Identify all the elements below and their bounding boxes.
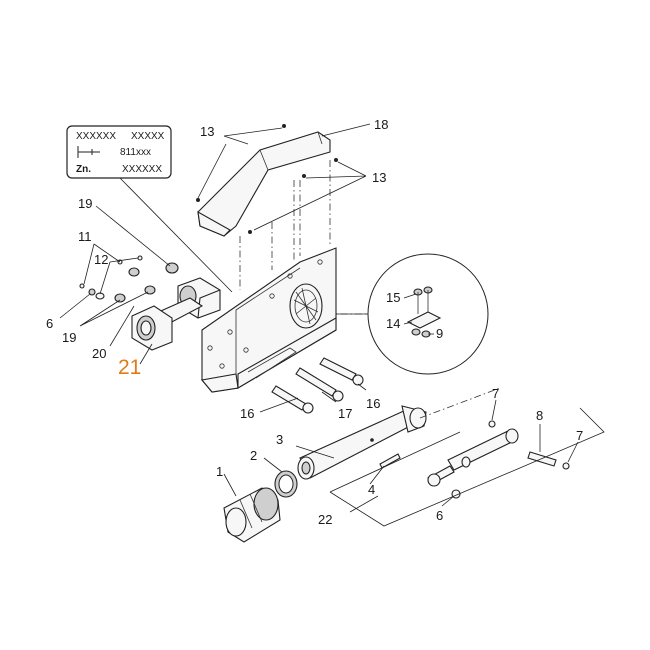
callout-16a: 16 [366, 396, 380, 411]
callout-20: 20 [92, 346, 106, 361]
ring-part-2 [274, 470, 298, 498]
actuator-part-22 [427, 428, 519, 499]
leader-plate [119, 177, 233, 293]
callout-6b: 6 [436, 508, 443, 523]
callout-11: 11 [78, 229, 92, 244]
callout-4: 4 [368, 482, 375, 497]
callout-13b: 13 [372, 170, 386, 185]
callout-17: 17 [338, 406, 352, 421]
callout-13a: 13 [200, 124, 214, 139]
callout-8: 8 [536, 408, 543, 423]
wrench-icon [77, 146, 100, 158]
plate-line3-left: Zn. [76, 164, 91, 175]
pin-part-4 [379, 453, 401, 469]
gearbox-part-21 [79, 255, 221, 351]
plate-line1-right: XXXXX [131, 131, 165, 142]
frame-bracket [200, 247, 337, 393]
callout-19b: 19 [62, 330, 76, 345]
clip-part-7b [562, 462, 570, 470]
callout-7b: 7 [576, 428, 583, 443]
callout-14: 14 [386, 316, 400, 331]
shaft-tube-part-3 [297, 405, 427, 480]
callout-9: 9 [436, 326, 443, 341]
callout-1: 1 [216, 464, 223, 479]
callout-18: 18 [374, 117, 388, 132]
bolt-part-16b [271, 385, 314, 414]
plate-line1-left: XXXXXX [76, 131, 116, 142]
callout-16b: 16 [240, 406, 254, 421]
pin-part-8 [527, 451, 557, 467]
callout-15: 15 [386, 290, 400, 305]
plate-line2-right: 811xxx [120, 147, 151, 158]
callout-3: 3 [276, 432, 283, 447]
callout-21-highlight: 21 [118, 356, 141, 379]
cover-part-18 [196, 124, 338, 237]
group-frame-22 [329, 407, 605, 527]
dash-line [419, 387, 501, 419]
bolt-part-17 [295, 367, 344, 402]
coupling-part-1 [223, 487, 281, 543]
callout-2: 2 [250, 448, 257, 463]
leader-lines [59, 123, 579, 513]
callout-7a: 7 [492, 386, 499, 401]
type-plate: XXXXXX XXXXX 811xxx Zn. XXXXXX [66, 125, 172, 179]
bolt-part-16a [319, 357, 364, 386]
callout-12: 12 [94, 252, 108, 267]
clip-part-7a [488, 420, 496, 428]
callout-19a: 19 [78, 196, 92, 211]
callout-22: 22 [318, 512, 332, 527]
callout-6a: 6 [46, 316, 53, 331]
detail-circle [367, 253, 489, 375]
callout-labels: 13 18 13 19 11 12 6 19 20 21 15 14 9 16 … [46, 117, 583, 527]
plate-line3-right: XXXXXX [122, 164, 162, 175]
